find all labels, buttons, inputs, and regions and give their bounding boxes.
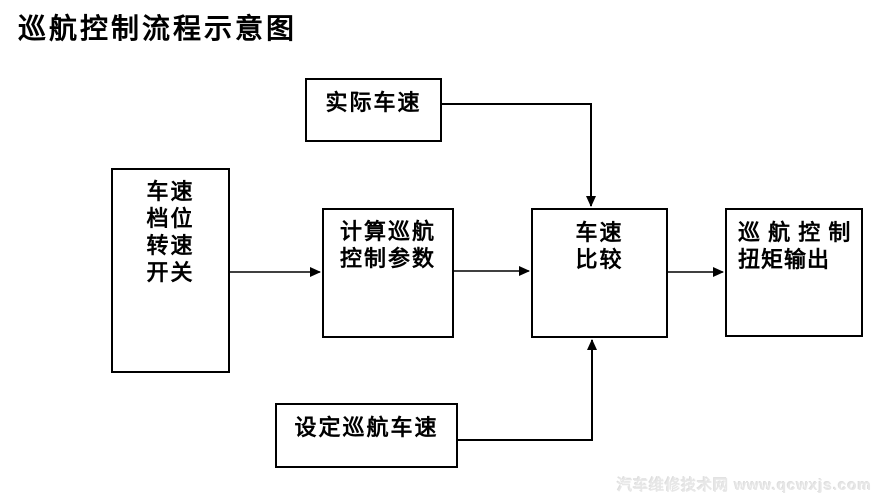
box-label: 计算巡航 xyxy=(339,219,436,244)
diagram-title: 巡航控制流程示意图 xyxy=(18,13,298,44)
box-calc-cruise-params: 计算巡航 控制参数 xyxy=(322,208,454,338)
arrow-setspeed-to-compare xyxy=(458,339,597,441)
box-label: 档位 xyxy=(146,206,195,231)
arrow-actual-speed-to-compare xyxy=(442,103,596,207)
box-input-signals: 车速 档位 转速 开关 xyxy=(111,168,230,373)
box-set-cruise-speed: 设定巡航车速 xyxy=(275,403,458,468)
box-label: 开关 xyxy=(146,260,195,285)
box-label: 比较 xyxy=(575,247,624,272)
box-label: 扭矩输出 xyxy=(738,247,831,272)
box-speed-compare: 车速 比较 xyxy=(531,208,668,338)
box-torque-output: 巡 航 控 制 扭矩输出 xyxy=(725,208,863,337)
box-actual-speed: 实际车速 xyxy=(305,78,442,142)
box-label: 实际车速 xyxy=(325,90,422,115)
box-label: 车速 xyxy=(575,220,624,245)
box-label: 设定巡航车速 xyxy=(294,415,439,440)
box-label: 巡 航 控 制 xyxy=(738,220,852,245)
box-label: 控制参数 xyxy=(339,246,436,271)
watermark: 汽车维修技术网 www.qcwxjs.com xyxy=(617,477,872,494)
box-label: 车速 xyxy=(146,179,195,204)
box-label: 转速 xyxy=(146,233,195,258)
